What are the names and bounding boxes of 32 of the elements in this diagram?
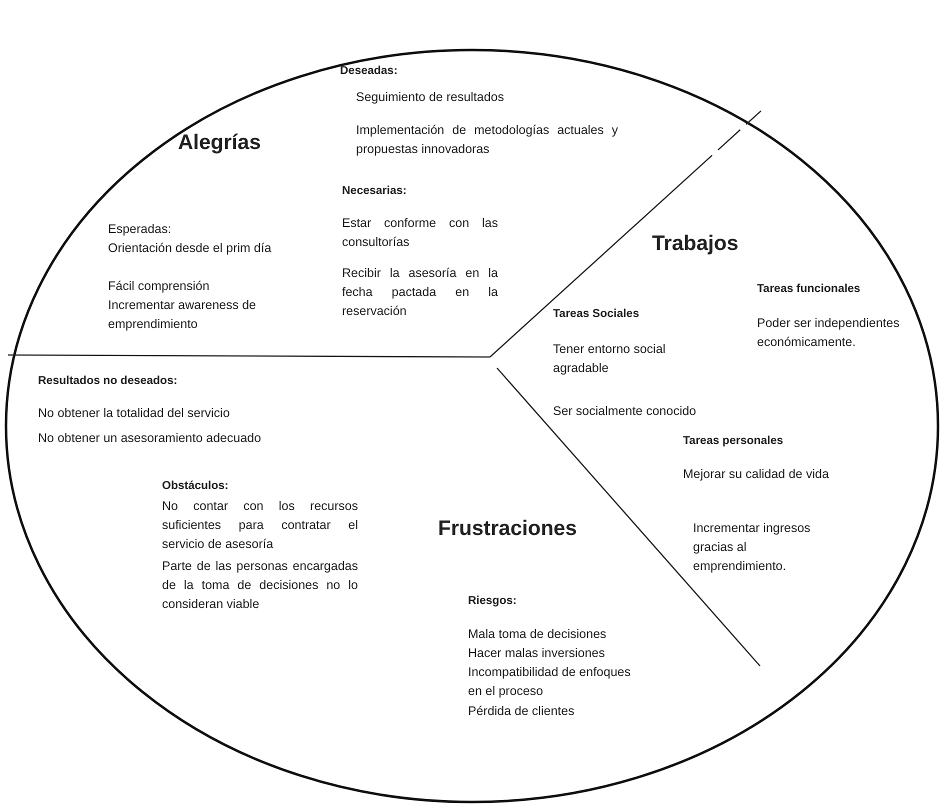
list-item: Implementación de metodologías actuales y propuestas innovadoras bbox=[356, 122, 618, 158]
section-heading: Esperadas: bbox=[108, 221, 172, 238]
list-item: Incompatibilidad de enfoques en el proceso bbox=[468, 664, 632, 700]
list-item: Pérdida de clientes bbox=[468, 703, 574, 720]
section-title: Trabajos bbox=[652, 231, 738, 257]
section-heading: Riesgos: bbox=[468, 594, 517, 609]
section-heading: Resultados no deseados: bbox=[38, 374, 178, 389]
section-title: Frustraciones bbox=[438, 516, 577, 542]
list-item: No obtener la totalidad del servicio bbox=[38, 405, 230, 422]
list-item: Incrementar ingresos gracias al emprendimiento. bbox=[693, 520, 812, 575]
list-item: Mejorar su calidad de vida bbox=[683, 466, 830, 483]
list-item: Recibir la asesoría en la fecha pactada en la reservación bbox=[342, 265, 498, 320]
list-item: Parte de las personas encargadas de la toma de decisiones no lo consideran viable bbox=[162, 558, 358, 613]
list-item: Fácil comprensión bbox=[108, 278, 210, 295]
section-title: Alegrías bbox=[178, 130, 261, 156]
list-item: Incrementar awareness de emprendimiento bbox=[108, 297, 257, 333]
section-heading: Tareas personales bbox=[683, 434, 784, 449]
list-item: Estar conforme con las consultorías bbox=[342, 215, 498, 251]
list-item: Hacer malas inversiones bbox=[468, 645, 605, 662]
section-heading: Deseadas: bbox=[340, 64, 398, 79]
list-item: Ser socialmente conocido bbox=[553, 403, 696, 420]
list-item: Seguimiento de resultados bbox=[356, 89, 504, 106]
list-item: Poder ser independientes económicamente. bbox=[757, 315, 900, 351]
list-item: Orientación desde el prim día bbox=[108, 240, 272, 257]
section-heading: Tareas Sociales bbox=[553, 307, 640, 322]
list-item: Tener entorno social agradable bbox=[553, 341, 667, 377]
section-heading: Necesarias: bbox=[342, 184, 407, 199]
list-item: No contar con los recursos suficientes para contratar el servicio de asesoría bbox=[162, 498, 358, 553]
list-item: No obtener un asesoramiento adecuado bbox=[38, 430, 262, 447]
section-heading: Obstáculos: bbox=[162, 479, 228, 494]
section-heading: Tareas funcionales bbox=[757, 282, 860, 297]
list-item: Mala toma de decisiones bbox=[468, 626, 606, 643]
